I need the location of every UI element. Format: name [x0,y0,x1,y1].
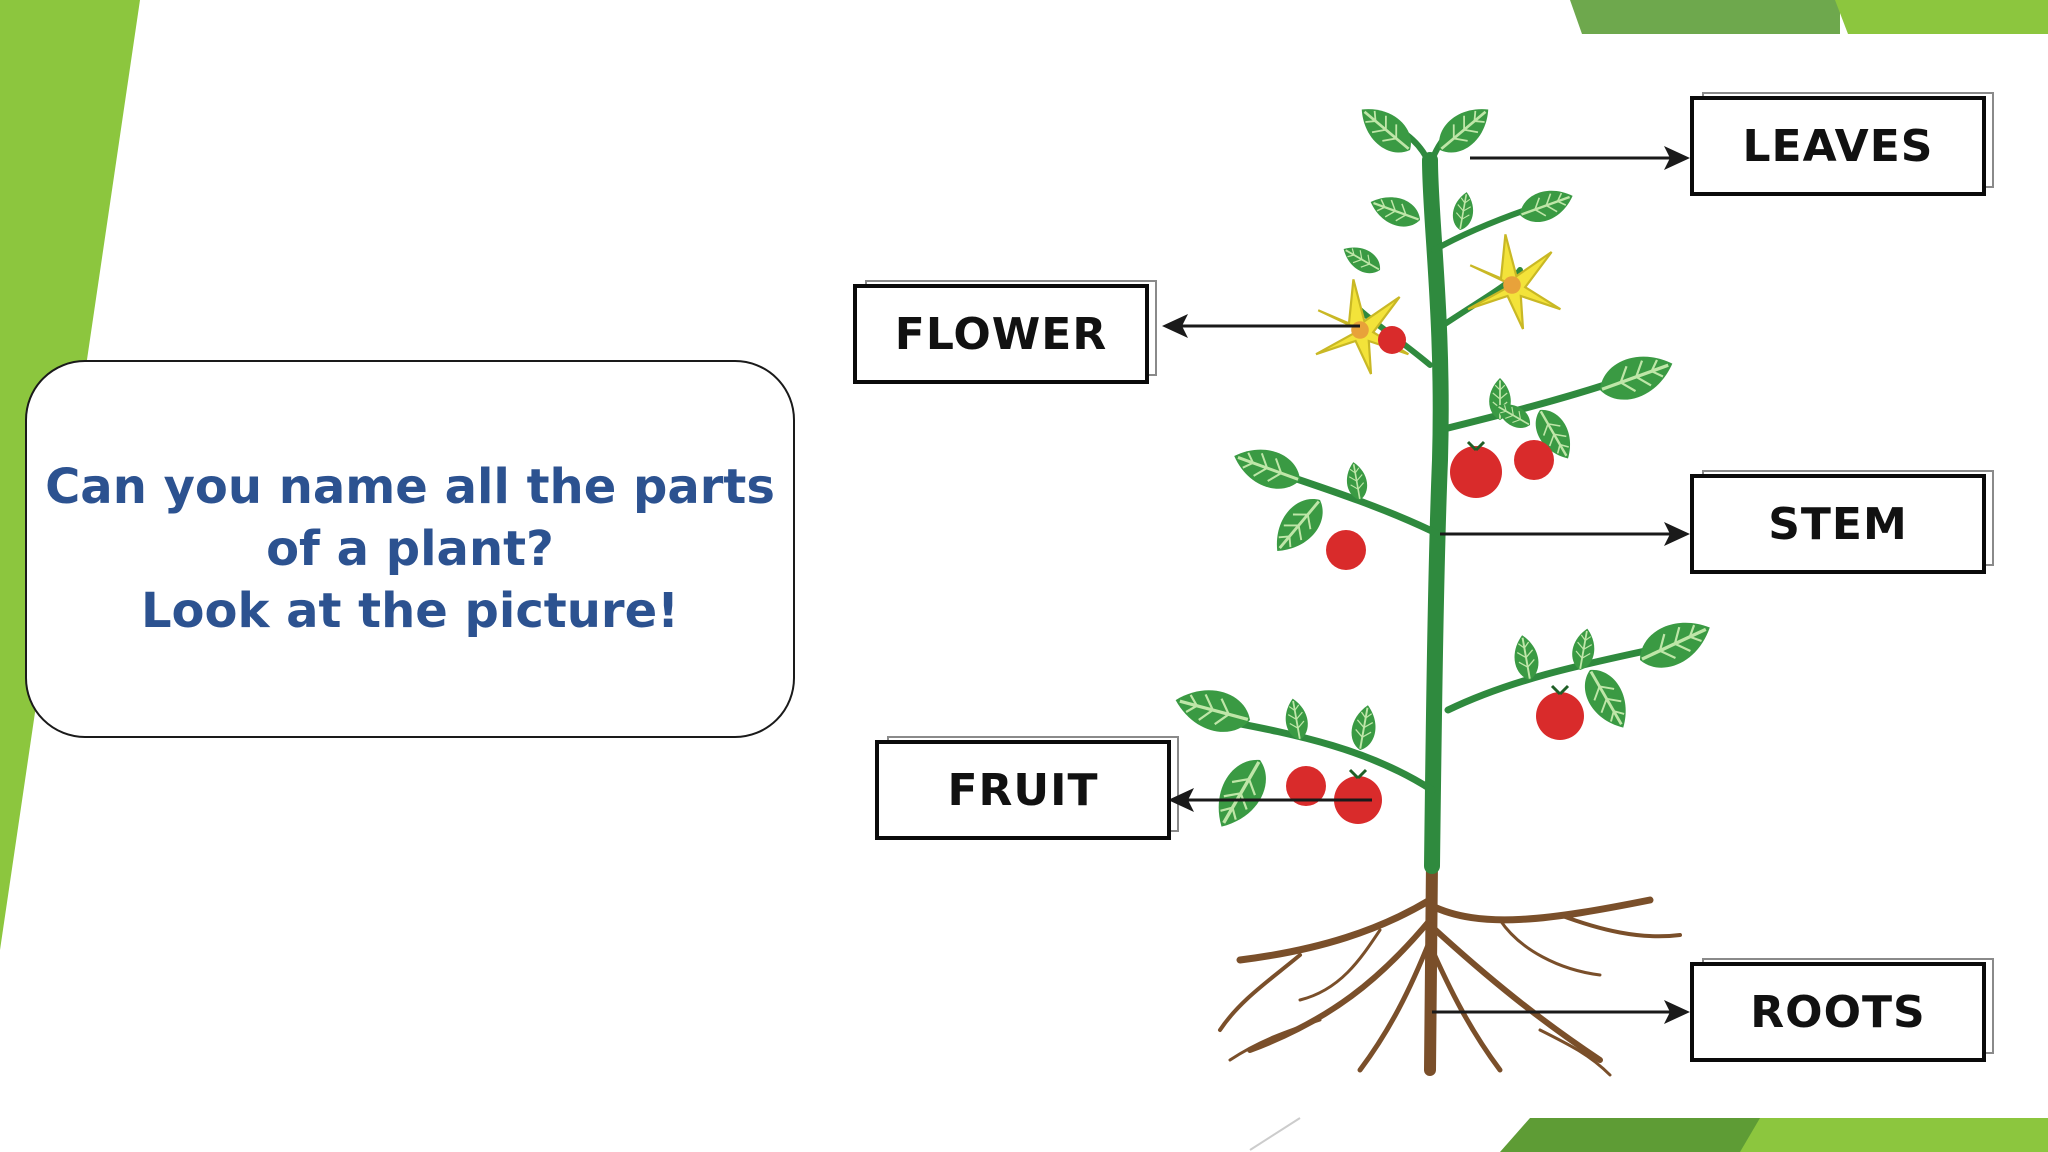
question-text: Can you name all the parts of a plant? L… [45,456,775,642]
arrow-heads [1162,146,1690,1024]
question-line-1: Can you name all the parts [45,459,775,515]
label-flower[interactable]: FLOWER [853,280,1157,384]
question-box: Can you name all the parts of a plant? L… [25,360,795,738]
label-fruit-text: FRUIT [947,764,1099,816]
label-roots[interactable]: ROOTS [1690,958,1994,1062]
top-right-band-dark [1570,0,1840,34]
label-leaves-text: LEAVES [1742,120,1934,172]
question-line-2: of a plant? [266,521,554,577]
label-flower-text: FLOWER [894,308,1108,360]
roots-drawing [1218,856,1682,1077]
label-arrows [1170,156,1672,1014]
label-stem[interactable]: STEM [1690,470,1994,574]
top-right-band-light [1835,0,2048,34]
bottom-right-band-dark [1500,1118,1780,1152]
label-roots-text: ROOTS [1750,986,1926,1038]
label-fruit[interactable]: FRUIT [875,736,1179,840]
bottom-right-band-light [1740,1118,2048,1152]
label-stem-text: STEM [1768,498,1908,550]
question-line-3: Look at the picture! [140,583,680,639]
fruit-drawing [1286,326,1584,824]
